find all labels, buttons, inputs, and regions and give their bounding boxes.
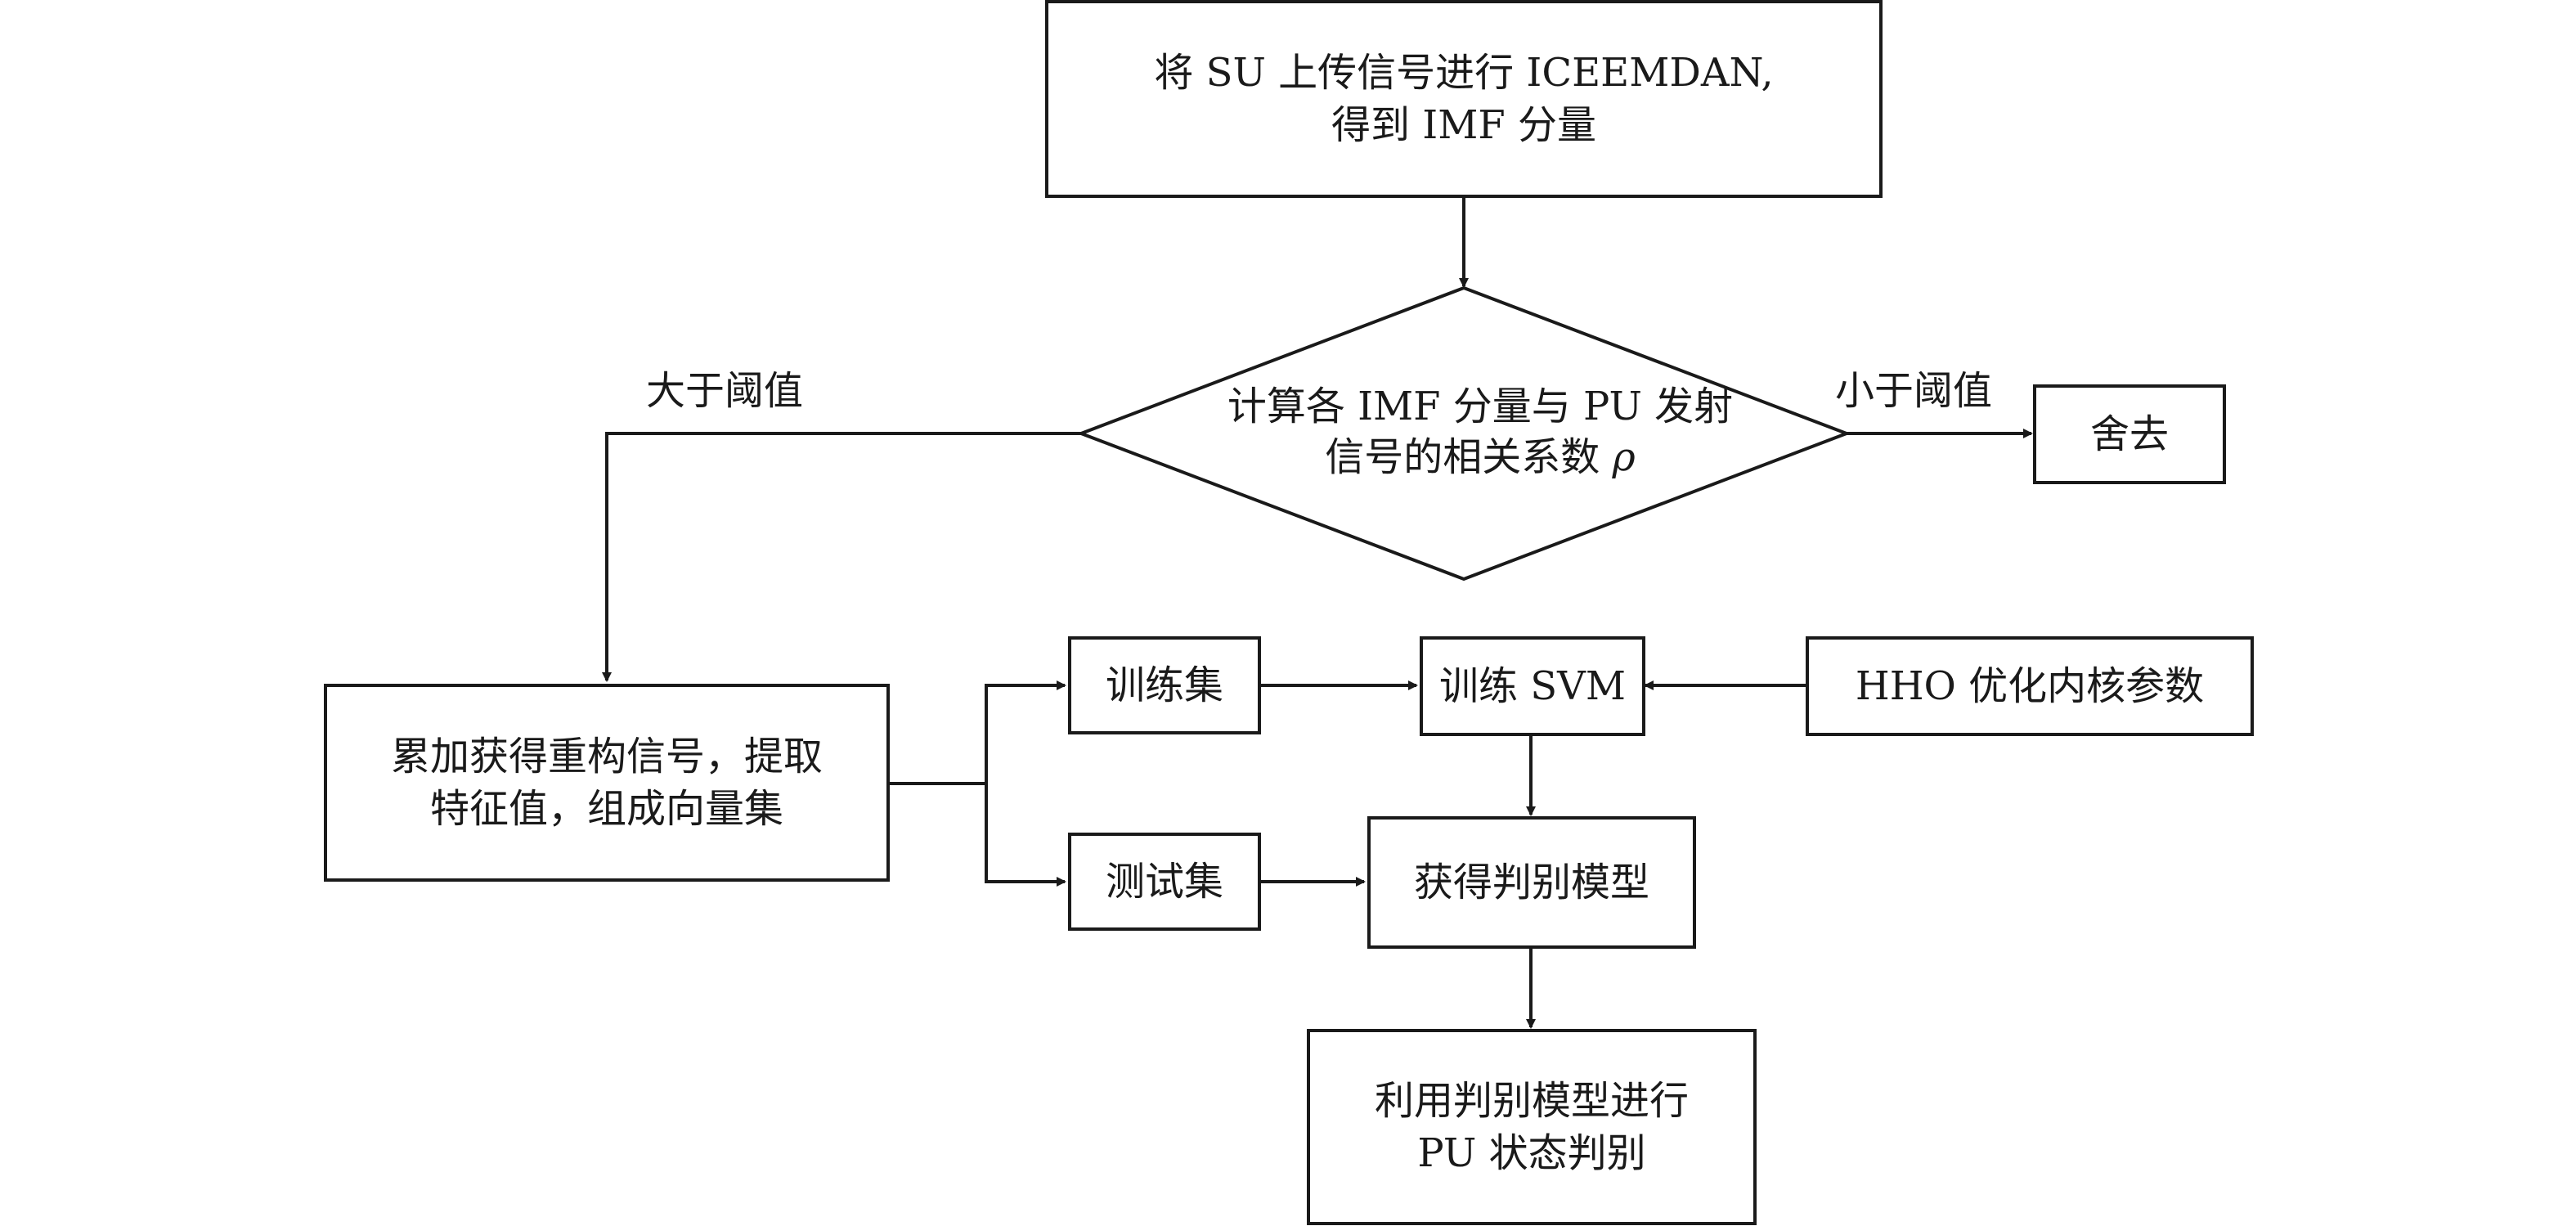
test-set-box: 测试集	[1068, 833, 1261, 931]
reconstruct-box: 累加获得重构信号，提取 特征值，组成向量集	[324, 684, 890, 882]
train-svm-text: 训练 SVM	[1439, 663, 1626, 709]
discard-text: 舍去	[2089, 411, 2169, 457]
judge-line2: PU 状态判别	[1417, 1130, 1646, 1176]
judge-box: 利用判别模型进行 PU 状态判别	[1307, 1029, 1757, 1225]
training-set-box: 训练集	[1068, 636, 1261, 734]
reconstruct-line1: 累加获得重构信号，提取	[390, 734, 823, 779]
ceemdan-box: 将 SU 上传信号进行 ICEEMDAN, 得到 IMF 分量	[1045, 0, 1883, 198]
label-less-than-threshold: 小于阈值	[1835, 368, 1993, 414]
decision-line2-text: 信号的相关系数	[1325, 434, 1600, 480]
judge-line1: 利用判别模型进行	[1374, 1078, 1689, 1124]
decision-line2: 信号的相关系数 ρ	[1071, 432, 1889, 483]
training-set-text: 训练集	[1105, 662, 1223, 708]
edge-to-training-set	[985, 680, 1066, 784]
hho-text: HHO 优化内核参数	[1855, 663, 2205, 709]
ceemdan-line2: 得到 IMF 分量	[1331, 102, 1596, 148]
decision-line1: 计算各 IMF 分量与 PU 发射	[1227, 384, 1734, 429]
train-svm-box: 训练 SVM	[1420, 636, 1645, 736]
hho-box: HHO 优化内核参数	[1806, 636, 2254, 736]
test-set-text: 测试集	[1105, 859, 1223, 905]
discard-box: 舍去	[2033, 384, 2226, 484]
model-text: 获得判别模型	[1413, 860, 1649, 905]
model-box: 获得判别模型	[1367, 816, 1696, 949]
label-greater-than-threshold: 大于阈值	[646, 368, 804, 414]
ceemdan-line1: 将 SU 上传信号进行 ICEEMDAN,	[1154, 50, 1774, 96]
decision-text: 计算各 IMF 分量与 PU 发射 信号的相关系数 ρ	[1071, 381, 1889, 483]
reconstruct-line2: 特征值，组成向量集	[429, 786, 783, 832]
edge-decision-to-reconstruct	[602, 432, 1081, 682]
rho-symbol: ρ	[1612, 434, 1636, 480]
decision-diamond	[1076, 285, 1851, 582]
edge-to-test-set	[985, 784, 1066, 887]
